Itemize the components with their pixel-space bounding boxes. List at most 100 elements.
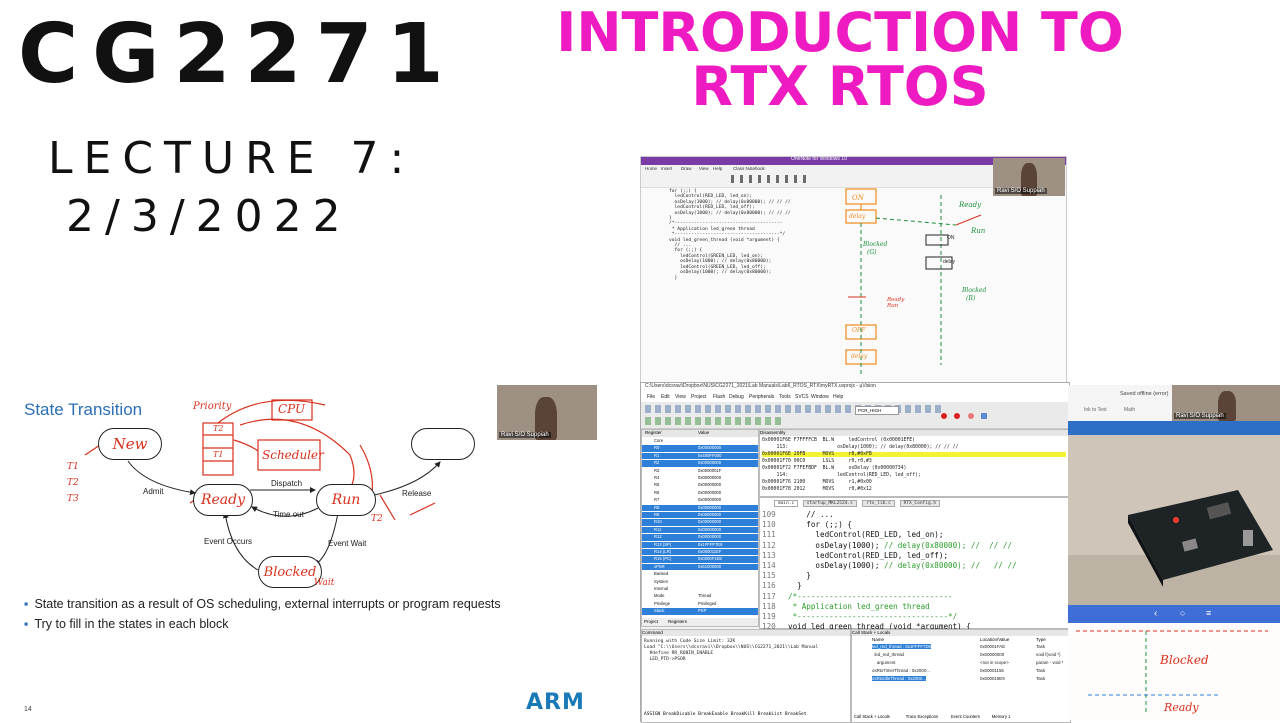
video-thumbnail-slide[interactable]: Ravi S/O Suppiah (497, 385, 597, 440)
register-row[interactable]: R13 (SP)0x1FFFF7E8 (642, 541, 758, 548)
video-label: Ravi S/O Suppiah (499, 432, 551, 438)
register-row[interactable]: Core (642, 438, 758, 444)
register-value: 0x61000000 (698, 563, 722, 569)
callstack-tab[interactable]: Memory 1 (991, 714, 1011, 719)
sketch-delay-3: delay (851, 353, 868, 360)
code-line[interactable]: 110 for (;;) { (762, 520, 852, 529)
disassembly-line[interactable]: 0x00001F72 F7FEFBDF BL.W osDelay (0x0000… (762, 466, 907, 471)
menu-file[interactable]: File (647, 394, 656, 400)
register-row[interactable]: Banked (642, 571, 758, 577)
disassembly-line[interactable]: 113: osDelay(1000); // delay(0x80000); /… (762, 445, 959, 450)
video-thumbnail-onenote[interactable]: Ravi S/O Suppiah (993, 158, 1065, 196)
toolbar-icons-row1[interactable] (645, 405, 945, 413)
menu-tools[interactable]: Tools (779, 394, 791, 400)
code-line[interactable]: 116 } (762, 581, 802, 590)
tab-class-notebook[interactable]: Class Notebook (733, 166, 765, 171)
callstack-header: Name Location/Value Type (852, 637, 1070, 643)
back-icon[interactable]: ‹ (1154, 608, 1158, 619)
target-select[interactable]: PCR_HIGH (855, 406, 899, 415)
recents-icon[interactable]: ≡ (1206, 608, 1212, 618)
code-line[interactable]: 119 *---------------------------------*/ (762, 612, 957, 621)
disassembly-line[interactable]: 114: ledControl(RED_LED, led_off); (762, 473, 921, 478)
tab-insert[interactable]: Insert (661, 166, 673, 171)
code-line[interactable]: 117/*---------------------------------- (762, 592, 953, 601)
editor-tab[interactable]: rtx_lib.c (862, 500, 895, 507)
phone-math[interactable]: Math (1124, 407, 1136, 413)
phone-ink-to-text[interactable]: Ink to Text (1084, 407, 1107, 413)
code-comment: *---------------------------------*/ (788, 612, 958, 621)
menu-window[interactable]: Window (811, 394, 829, 400)
editor-tab[interactable]: startup_MKL25Z4.s (802, 500, 857, 507)
code-line[interactable]: 118 * Application led_green thread (762, 602, 930, 611)
menu-debug[interactable]: Debug (729, 394, 744, 400)
video-thumbnail-phone[interactable]: Ravi S/O Suppiah (1172, 385, 1280, 421)
pen-palette[interactable] (731, 175, 811, 183)
code-line[interactable]: 111 ledControl(RED_LED, led_on); (762, 530, 943, 539)
home-icon[interactable]: ○ (1180, 608, 1186, 618)
register-row[interactable]: R15 (PC)0x0000F1EE (642, 556, 758, 563)
code-line[interactable]: 109 // ... (762, 510, 834, 519)
tab-view[interactable]: View (699, 166, 709, 171)
disassembly-line[interactable]: 0x00001F76 2100 MOVS r1,#0x00 (762, 480, 872, 485)
state-diagram (84, 399, 441, 571)
menu-flash[interactable]: Flash (713, 394, 726, 400)
state-exit (411, 428, 475, 460)
code-line[interactable]: 112 osDelay(1000); // delay(0x80000); //… (762, 541, 1012, 550)
toolbar-icons-row2[interactable] (645, 417, 785, 425)
callstack-tab[interactable]: Call Stack + Locals (854, 714, 890, 719)
callstack-tab[interactable]: Trace Exceptions (905, 714, 938, 719)
menu-view[interactable]: View (675, 394, 686, 400)
disassembly-line[interactable]: 0x00001F78 2012 MOVS r0,#0x12 (762, 487, 872, 492)
register-row[interactable]: System (642, 579, 758, 585)
code-line[interactable]: 113 ledControl(RED_LED, led_off); (762, 551, 948, 560)
menu-peripherals[interactable]: Peripherals (749, 394, 775, 400)
tab-registers[interactable]: Registers (668, 619, 688, 624)
menu-svcs[interactable]: SVCS (795, 394, 809, 400)
tab-draw[interactable]: Draw (681, 166, 692, 171)
disassembly-line[interactable]: 0x00001F70 00C0 LSLS r0,r0,#3 (762, 459, 872, 464)
disassembly-line[interactable]: 0x00001F6E F7FFFFCB BL.W ledControl (0x0… (762, 438, 916, 443)
callstack-location: 0x00001155 (980, 668, 1004, 673)
menu-project[interactable]: Project (691, 394, 707, 400)
debug-controls[interactable] (941, 406, 1061, 419)
register-row[interactable]: Internal (642, 586, 758, 592)
line-number: 116 (762, 581, 776, 591)
callstack-tab[interactable]: Event Counters (951, 714, 980, 719)
editor-tab[interactable]: RTX_Config.h (899, 500, 941, 507)
tab-help[interactable]: Help (713, 166, 723, 171)
tab-home[interactable]: Home (645, 166, 658, 171)
code-line[interactable]: 115 } (762, 571, 811, 580)
register-row[interactable]: R14 (LR)0x000011EF (642, 549, 758, 556)
menu-edit[interactable]: Edit (661, 394, 670, 400)
disassembly-line[interactable]: 0x00001F6E 20FB MOVS r0,#0xFB (762, 452, 1066, 457)
callstack-row[interactable]: argument<not in scope>param - void * (854, 660, 1066, 667)
code-line[interactable]: 114 osDelay(1000); // delay(0x80000); //… (762, 561, 1017, 570)
menu-help[interactable]: Help (833, 394, 844, 400)
register-name: Internal (654, 586, 668, 591)
tab-project[interactable]: Project (644, 619, 659, 624)
editor-tab[interactable]: main.c (774, 500, 799, 507)
